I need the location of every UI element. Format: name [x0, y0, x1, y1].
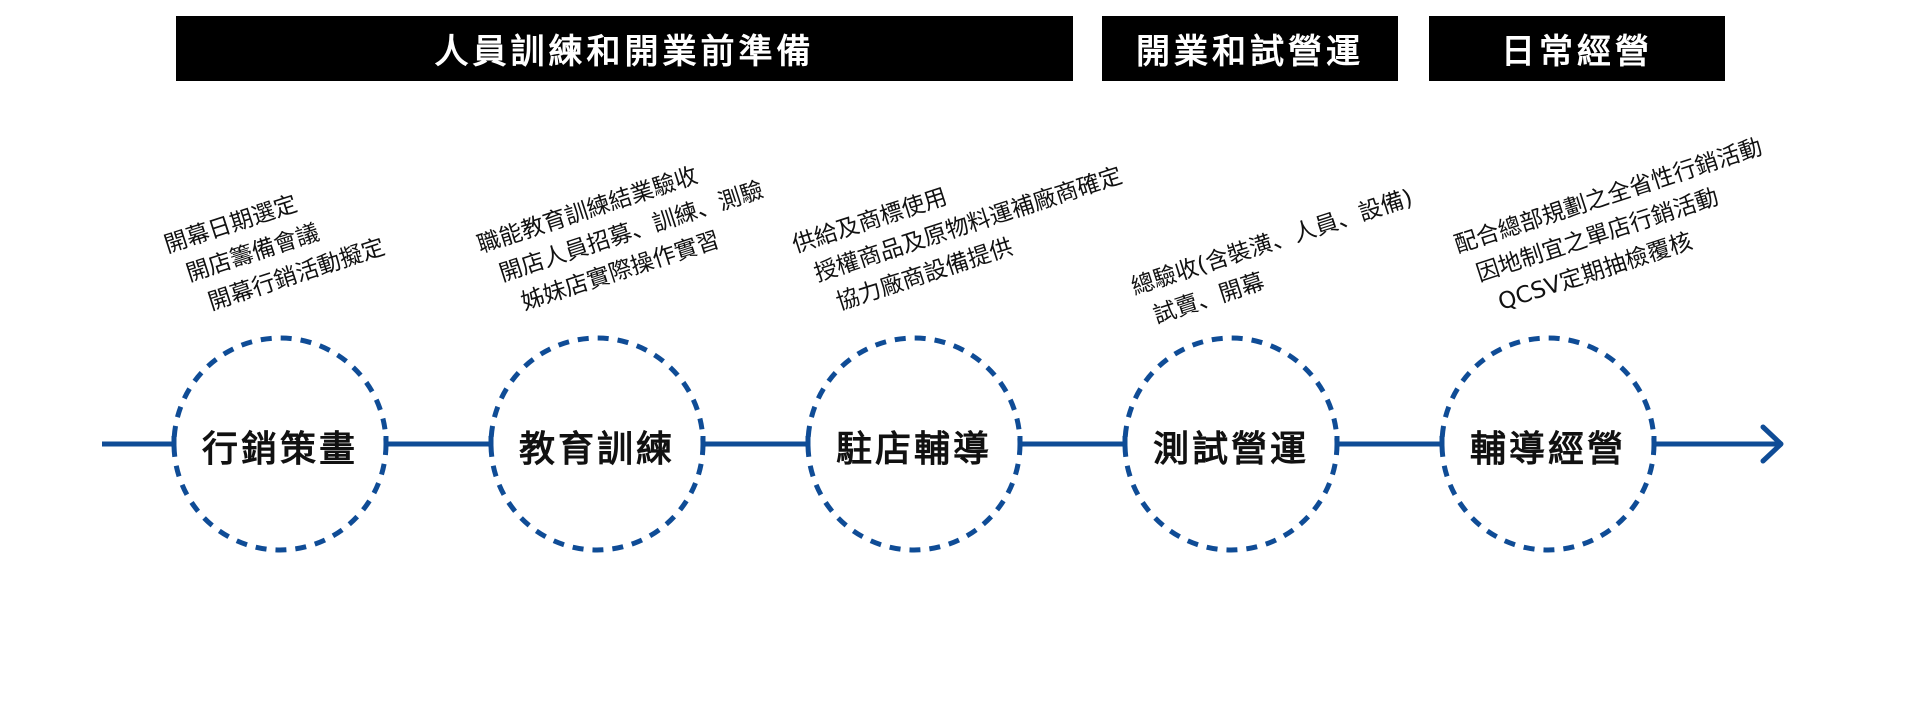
step-circle [1122, 335, 1340, 553]
step-label-training: 教育訓練 [518, 429, 675, 470]
phase-banner-label: 日常經營 [1501, 32, 1653, 72]
phase-banner-operation: 日常經營 [1429, 16, 1725, 81]
phase-banner-opening: 開業和試營運 [1102, 16, 1398, 81]
step-label-trial-operation: 測試營運 [1152, 429, 1309, 470]
phase-banner-preparation: 人員訓練和開業前準備 [176, 16, 1073, 81]
flow-connectors [102, 436, 1781, 447]
step-label-guided-operation: 輔導經營 [1469, 429, 1626, 470]
step-label-marketing-planning: 行銷策畫 [201, 429, 358, 470]
step-label-onsite-coaching: 駐店輔導 [835, 429, 992, 470]
phase-banner-label: 人員訓練和開業前準備 [434, 32, 815, 72]
step-circle [1439, 335, 1657, 553]
step-circle [171, 335, 389, 553]
step-circles [171, 335, 1657, 553]
step-circle [488, 335, 706, 553]
step-circle [805, 335, 1023, 553]
arrow-right-icon [1760, 424, 1784, 464]
phase-banner-label: 開業和試營運 [1136, 32, 1364, 72]
